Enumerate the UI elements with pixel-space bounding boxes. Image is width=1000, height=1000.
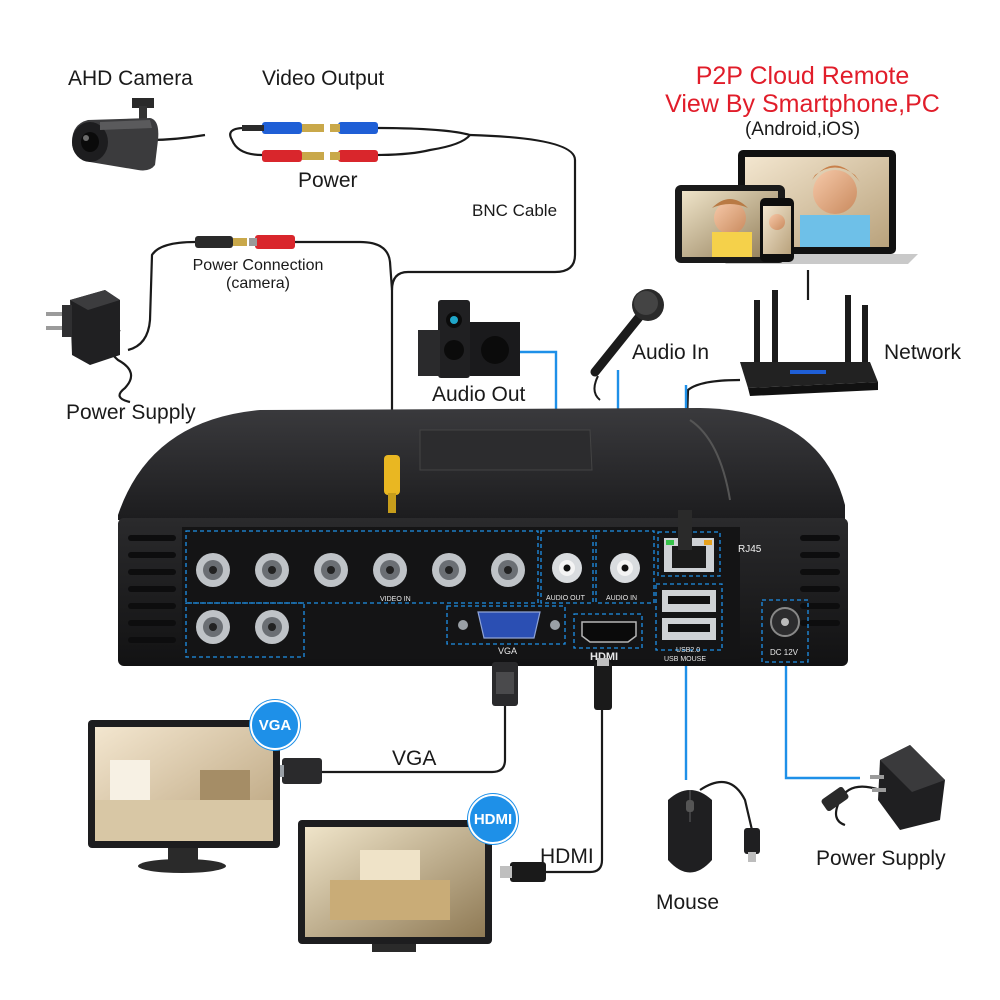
label-power-connection-main: Power Connection (192, 257, 324, 274)
usb-port-icon (662, 590, 716, 640)
port-label-vga: VGA (498, 646, 517, 656)
port-label-usb: USB2.0 (676, 647, 700, 654)
label-bnc-cable: BNC Cable (472, 201, 558, 220)
vga-port-icon (458, 611, 560, 639)
port-label-dc: DC 12V (770, 648, 799, 657)
p2p-callout: P2P Cloud Remote View By Smartphone,PC (… (640, 62, 965, 142)
p2p-line-1: P2P Cloud Remote (695, 62, 910, 90)
label-vga: VGA (392, 747, 437, 770)
hdmi-plug-icon (500, 658, 612, 882)
ethernet-plug-icon (678, 510, 692, 550)
mouse-icon (668, 790, 760, 873)
power-adapter-right-icon (821, 745, 945, 830)
power-adapter-icon (46, 290, 120, 365)
label-audio-in: Audio In (632, 341, 710, 364)
router-icon (740, 290, 878, 396)
p2p-line-2: View By Smartphone,PC (665, 90, 940, 118)
port-label-usb-mouse: USB MOUSE (664, 656, 706, 663)
rca-port-icon (552, 553, 640, 583)
label-power-supply-right: Power Supply (816, 847, 946, 870)
video-connector-icon (242, 122, 378, 134)
port-label-rj45: RJ45 (738, 544, 762, 555)
ahd-camera-icon (72, 98, 159, 171)
vga-monitor-icon (88, 720, 280, 873)
speaker-icon (418, 300, 520, 378)
remote-devices-icon (675, 150, 918, 264)
label-power-connection: Power Connection (camera) (178, 257, 338, 293)
label-audio-out: Audio Out (432, 383, 526, 406)
microphone-icon (590, 289, 664, 401)
bnc-plug-icon (384, 455, 400, 513)
hdmi-monitor-icon (298, 820, 492, 952)
label-ahd-camera: AHD Camera (68, 67, 193, 90)
label-network: Network (884, 341, 962, 364)
label-hdmi: HDMI (540, 845, 594, 868)
hdmi-badge: HDMI (468, 794, 518, 844)
dc-plug-icon (195, 235, 295, 249)
dc-jack-icon (770, 607, 800, 637)
p2p-line-3: (Android,iOS) (744, 119, 861, 140)
port-label-audio-in: AUDIO IN (606, 595, 637, 602)
vga-badge: VGA (250, 700, 300, 750)
label-power-connection-sub: (camera) (225, 275, 290, 292)
label-mouse: Mouse (656, 891, 720, 914)
port-label-audio-out: AUDIO OUT (546, 595, 586, 602)
hdmi-port-icon (581, 621, 637, 643)
port-label-video-in: VIDEO IN (380, 596, 411, 603)
label-power-supply-left: Power Supply (66, 401, 196, 424)
dvr-recorder: VIDEO IN AUDIO OUT AUDIO IN RJ45 VGA HDM… (118, 408, 848, 666)
label-video-output: Video Output (262, 67, 385, 90)
bnc-port-icon (196, 553, 525, 644)
power-connector-icon (262, 150, 378, 162)
label-power: Power (298, 169, 358, 192)
rj45-port-icon (664, 538, 714, 572)
